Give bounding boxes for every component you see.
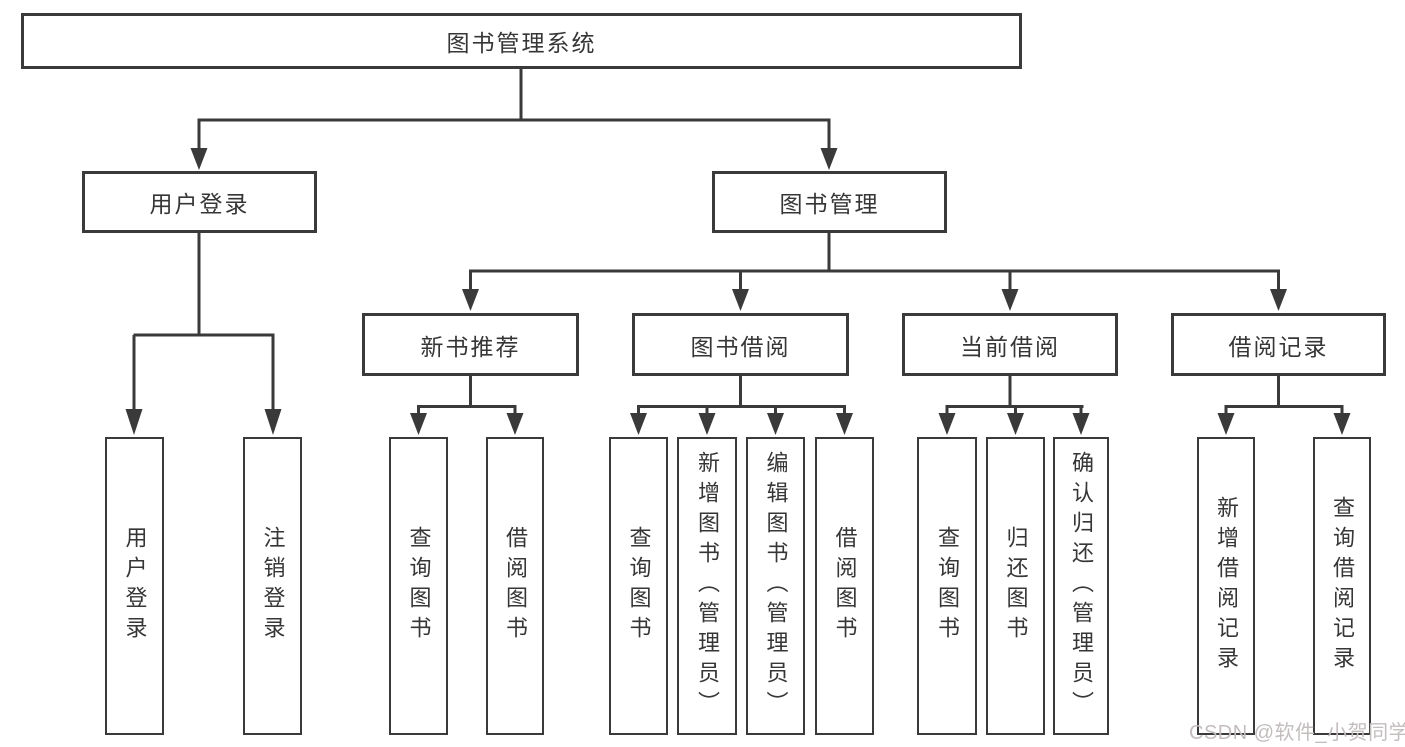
leaf-query-books-label: 查询图书 — [935, 526, 960, 646]
node-book-management-label: 图书管理 — [779, 191, 880, 217]
leaf-confirm-return-admin: 确认归还（管理员） — [1053, 437, 1109, 735]
leaf-query-books: 查询图书 — [609, 437, 668, 735]
node-user-login: 用户登录 — [82, 171, 317, 233]
leaf-borrow-book-label: 借阅图书 — [832, 526, 858, 646]
node-book-borrow: 图书借阅 — [632, 313, 849, 376]
leaf-return-book: 归还图书 — [986, 437, 1045, 735]
leaf-edit-book-admin: 编辑图书（管理员） — [746, 437, 805, 735]
leaf-add-book-admin: 新增图书（管理员） — [677, 437, 737, 735]
leaf-query-books: 查询图书 — [917, 437, 977, 735]
node-user-login-label: 用户登录 — [149, 191, 250, 217]
leaf-add-borrow-record: 新增借阅记录 — [1197, 437, 1255, 735]
leaf-return-book-label: 归还图书 — [1003, 526, 1029, 646]
node-book-management: 图书管理 — [712, 171, 947, 233]
node-borrow-record: 借阅记录 — [1171, 313, 1386, 376]
leaf-borrow-book: 借阅图书 — [486, 437, 544, 735]
leaf-query-books-label: 查询图书 — [406, 526, 432, 646]
leaf-user-login-label: 用户登录 — [122, 526, 148, 646]
leaf-add-book-admin-label: 新增图书（管理员） — [695, 451, 720, 721]
node-book-borrow-label: 图书借阅 — [690, 333, 791, 360]
node-new-book-recommend-label: 新书推荐 — [420, 333, 521, 360]
leaf-confirm-return-admin-label: 确认归还（管理员） — [1069, 451, 1094, 721]
node-new-book-recommend: 新书推荐 — [362, 313, 579, 376]
leaf-user-login: 用户登录 — [105, 437, 164, 735]
leaf-borrow-book-label: 借阅图书 — [503, 526, 528, 646]
leaf-query-books-label: 查询图书 — [626, 526, 652, 646]
leaf-query-borrow-record-label: 查询借阅记录 — [1330, 496, 1355, 676]
leaf-query-borrow-record: 查询借阅记录 — [1313, 437, 1371, 735]
leaf-edit-book-admin-label: 编辑图书（管理员） — [763, 451, 789, 721]
leaf-logout-label: 注销登录 — [260, 526, 286, 646]
node-current-borrow: 当前借阅 — [902, 313, 1118, 376]
node-library-system-label: 图书管理系统 — [446, 30, 597, 56]
leaf-add-borrow-record-label: 新增借阅记录 — [1214, 496, 1239, 676]
leaf-logout: 注销登录 — [243, 437, 302, 735]
node-current-borrow-label: 当前借阅 — [960, 333, 1060, 360]
node-library-system: 图书管理系统 — [21, 13, 1022, 69]
watermark: CSDN @软件_小贺同学 — [1189, 722, 1405, 744]
leaf-borrow-book: 借阅图书 — [815, 437, 874, 735]
node-borrow-record-label: 借阅记录 — [1228, 333, 1329, 360]
leaf-query-books: 查询图书 — [389, 437, 448, 735]
